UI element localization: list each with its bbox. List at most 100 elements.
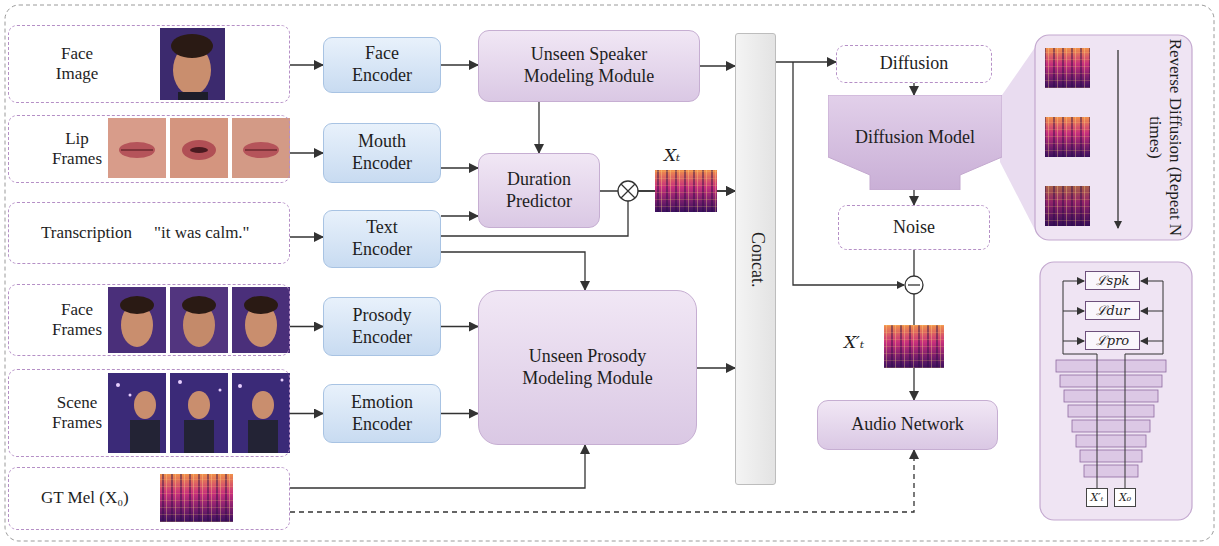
text-group: Transcription "it was calm."	[41, 223, 250, 243]
diffusion-funnel	[1000, 46, 1036, 232]
input-tag: X′ₜ	[1086, 488, 1108, 507]
node-text: Transcription	[41, 223, 132, 243]
text-group: ℒspk	[1096, 273, 1130, 289]
text-group: Mouth Encoder	[340, 131, 424, 174]
text-group: Duration Predictor	[493, 169, 585, 212]
text-group: Diffusion Model	[855, 127, 975, 149]
text-group: Text Encoder	[340, 217, 424, 260]
face-frames	[108, 287, 290, 353]
module-box: Audio Network	[817, 400, 998, 450]
arrow-connector	[697, 367, 735, 368]
node-text: Scene Frames	[41, 393, 113, 434]
reverse-diffusion-panel: Reverse Diffusion (Repeat N times)	[1035, 35, 1192, 240]
node-text: Diffusion Model	[855, 127, 975, 149]
arrow-connector	[441, 167, 478, 168]
node-text: Text Encoder	[340, 217, 424, 260]
process-box: Noise	[838, 205, 990, 250]
arrow-connector	[700, 65, 735, 66]
module-box: Unseen Prosody Modeling Module	[478, 290, 697, 445]
text-group: Prosody Encoder	[340, 305, 424, 348]
arrow-connector	[913, 190, 914, 205]
outer-border	[5, 5, 1214, 541]
node-text: ℒspk	[1096, 273, 1130, 289]
loss-box: ℒdur	[1085, 301, 1140, 320]
arrow-connector	[290, 152, 323, 153]
arrow-connector	[441, 215, 478, 216]
text-group: X₀	[1119, 491, 1131, 504]
arrow-connector	[290, 326, 323, 327]
node-text: Duration Predictor	[493, 169, 585, 212]
arrow-connector	[290, 445, 585, 488]
node-text: Audio Network	[851, 414, 963, 436]
text-group: Face Frames	[41, 300, 113, 341]
encoder-box: Prosody Encoder	[323, 297, 441, 356]
text-group: Unseen Prosody Modeling Module	[500, 346, 675, 389]
text-group: Diffusion	[880, 53, 949, 75]
module-box: Unseen Speaker Modeling Module	[478, 30, 700, 102]
input-tag: X₀	[1114, 488, 1136, 507]
multiply-symbol	[618, 181, 638, 201]
reverse-diffusion-panel	[1035, 35, 1192, 240]
text-group: Reverse Diffusion (Repeat N times)	[1145, 37, 1186, 237]
node-text: GT Mel (X₀)	[41, 488, 129, 508]
variable-label: Xₜ	[664, 146, 680, 165]
node-text: Face Image	[41, 44, 113, 85]
scene-frames	[108, 373, 290, 453]
arrow-connector	[441, 252, 585, 290]
loss-box: ℒspk	[1085, 271, 1140, 290]
text-group: Face Image	[41, 44, 113, 85]
arrow-connector	[913, 83, 914, 95]
node-text: Face Encoder	[340, 43, 424, 86]
node-text: Emotion Encoder	[340, 392, 424, 435]
node-text: Unseen Speaker Modeling Module	[502, 44, 677, 87]
arrow-connector	[441, 64, 478, 65]
variable-label: X′ₜ	[844, 333, 864, 352]
text-group: Emotion Encoder	[340, 392, 424, 435]
text-group: ℒpro	[1096, 333, 1129, 349]
node-text: Face Frames	[41, 300, 113, 341]
arrow-connector	[290, 413, 323, 414]
text-group: Lip Frames	[41, 129, 113, 170]
node-text: X′ₜ	[1090, 491, 1103, 504]
arrow-connector	[538, 102, 539, 153]
subtract-symbol	[905, 276, 923, 294]
diffusion-model-shape: Diffusion Model	[828, 95, 1002, 190]
node-text: X₀	[1119, 491, 1131, 504]
node-text: ℒdur	[1096, 303, 1130, 319]
arrow-connector	[290, 450, 914, 512]
arrow-connector	[290, 64, 323, 65]
arrow-connector	[290, 236, 323, 237]
arrow-connector	[776, 61, 836, 62]
text-group: X′ₜ	[1090, 491, 1103, 504]
encoder-box: Mouth Encoder	[323, 123, 441, 183]
face-image	[160, 28, 225, 100]
node-text: Unseen Prosody Modeling Module	[500, 346, 675, 389]
node-text: "it was calm."	[154, 223, 250, 243]
text-group: GT Mel (X₀)	[41, 488, 129, 508]
text-group: Noise	[893, 217, 935, 239]
loss-panel	[1040, 262, 1192, 520]
node-text: Prosody Encoder	[340, 305, 424, 348]
input-box: Face Image	[8, 25, 290, 103]
module-box: Duration Predictor	[478, 153, 600, 228]
encoder-box: Text Encoder	[323, 210, 441, 268]
input-box: Lip Frames	[8, 115, 290, 183]
node-text: Reverse Diffusion (Repeat N times)	[1145, 37, 1186, 237]
node-text: ℒpro	[1096, 333, 1129, 349]
concat-bar: Concat.	[735, 33, 776, 485]
node-text: Mouth Encoder	[340, 131, 424, 174]
encoder-box: Face Encoder	[323, 37, 441, 93]
encoder-box: Emotion Encoder	[323, 384, 441, 443]
input-box: Transcription "it was calm."	[8, 202, 290, 264]
text-group: Unseen Speaker Modeling Module	[502, 44, 677, 87]
process-box: Diffusion	[836, 45, 992, 83]
text-group: Concat.	[745, 232, 767, 288]
text-group: Face Encoder	[340, 43, 424, 86]
input-box: Scene Frames	[8, 369, 290, 457]
loss-box: ℒpro	[1085, 331, 1140, 350]
node-text: Lip Frames	[41, 129, 113, 170]
text-group: Scene Frames	[41, 393, 113, 434]
node-text: Concat.	[745, 232, 767, 288]
text-group: Audio Network	[851, 414, 963, 436]
